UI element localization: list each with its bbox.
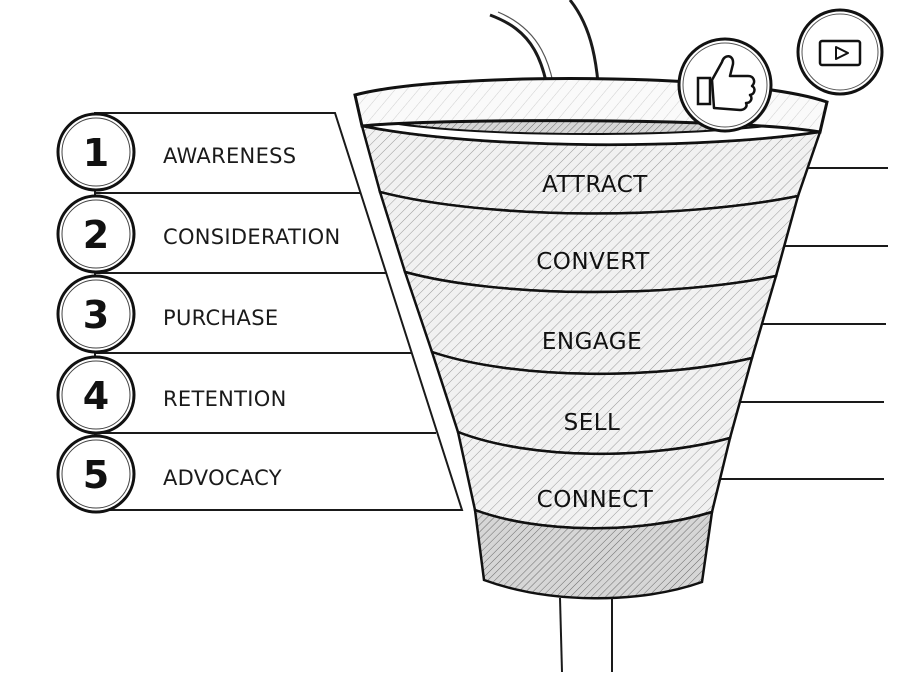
funnel: ATTRACT CONVERT ENGAGE SELL CONNECT: [353, 77, 829, 673]
stage-number: 1: [83, 131, 109, 175]
stage-number: 5: [83, 453, 109, 497]
right-connector-lines: [714, 167, 888, 480]
funnel-section-label: ENGAGE: [542, 329, 642, 355]
stage-label: AWARENESS: [163, 144, 296, 168]
number-circle: [56, 355, 136, 435]
funnel-spout: [473, 508, 714, 600]
number-circle: [56, 194, 136, 274]
stage-label: ADVOCACY: [163, 466, 282, 490]
stage-number: 3: [83, 293, 109, 337]
number-circle: [56, 112, 136, 192]
stage-row: 4 RETENTION: [56, 355, 287, 435]
funnel-section: [360, 124, 822, 215]
thumbs-up-icon: [677, 37, 773, 133]
number-circle: [56, 274, 136, 354]
stage-label: PURCHASE: [163, 306, 278, 330]
funnel-section-label: CONVERT: [536, 249, 650, 275]
funnel-section-label: SELL: [564, 410, 621, 436]
stage-row: 1 AWARENESS: [56, 112, 296, 192]
stage-dividers: [95, 192, 436, 434]
stage-row: 5 ADVOCACY: [56, 434, 282, 514]
stage-label: RETENTION: [163, 387, 287, 411]
number-circle: [56, 434, 136, 514]
stage-number: 2: [83, 213, 109, 257]
funnel-section-label: ATTRACT: [542, 172, 648, 198]
funnel-section-label: CONNECT: [537, 487, 654, 513]
stage-row: 2 CONSIDERATION: [56, 194, 341, 274]
stage-number: 4: [83, 374, 109, 418]
video-play-icon: [796, 8, 884, 96]
stage-row: 3 PURCHASE: [56, 274, 278, 354]
stage-label: CONSIDERATION: [163, 225, 341, 249]
